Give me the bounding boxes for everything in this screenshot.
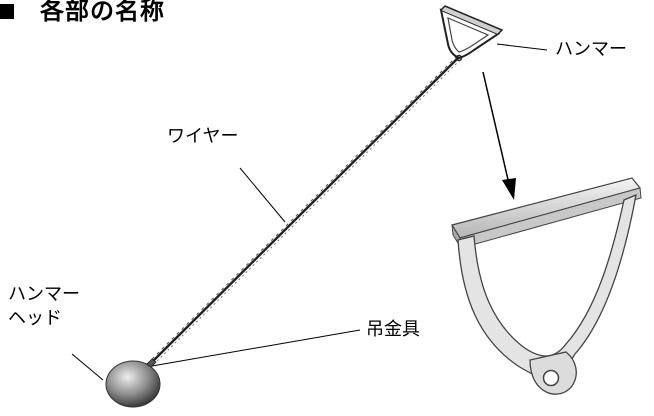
title-bullet-square — [0, 3, 14, 19]
large-hammer-handle — [451, 177, 642, 395]
leader-hammer — [496, 43, 548, 51]
leader-head — [71, 353, 104, 381]
wire — [146, 55, 461, 369]
label-hammer-head: ハンマー ヘッド — [8, 283, 80, 331]
title-text: 各部の名称 — [40, 0, 165, 25]
leader-wire — [239, 167, 286, 223]
small-hammer-handle — [439, 5, 504, 62]
label-fitting: 吊金具 — [366, 319, 420, 340]
hammer-head-ball — [105, 358, 161, 408]
label-hammer: ハンマー — [555, 39, 627, 60]
label-hammer-head-line1: ハンマー — [8, 284, 80, 305]
leader-fitting — [151, 329, 361, 367]
detail-arrow — [482, 71, 516, 200]
label-hammer-head-line2: ヘッド — [8, 308, 62, 329]
section-title: 各部の名称 — [0, 0, 165, 25]
label-wire: ワイヤー — [167, 126, 239, 147]
